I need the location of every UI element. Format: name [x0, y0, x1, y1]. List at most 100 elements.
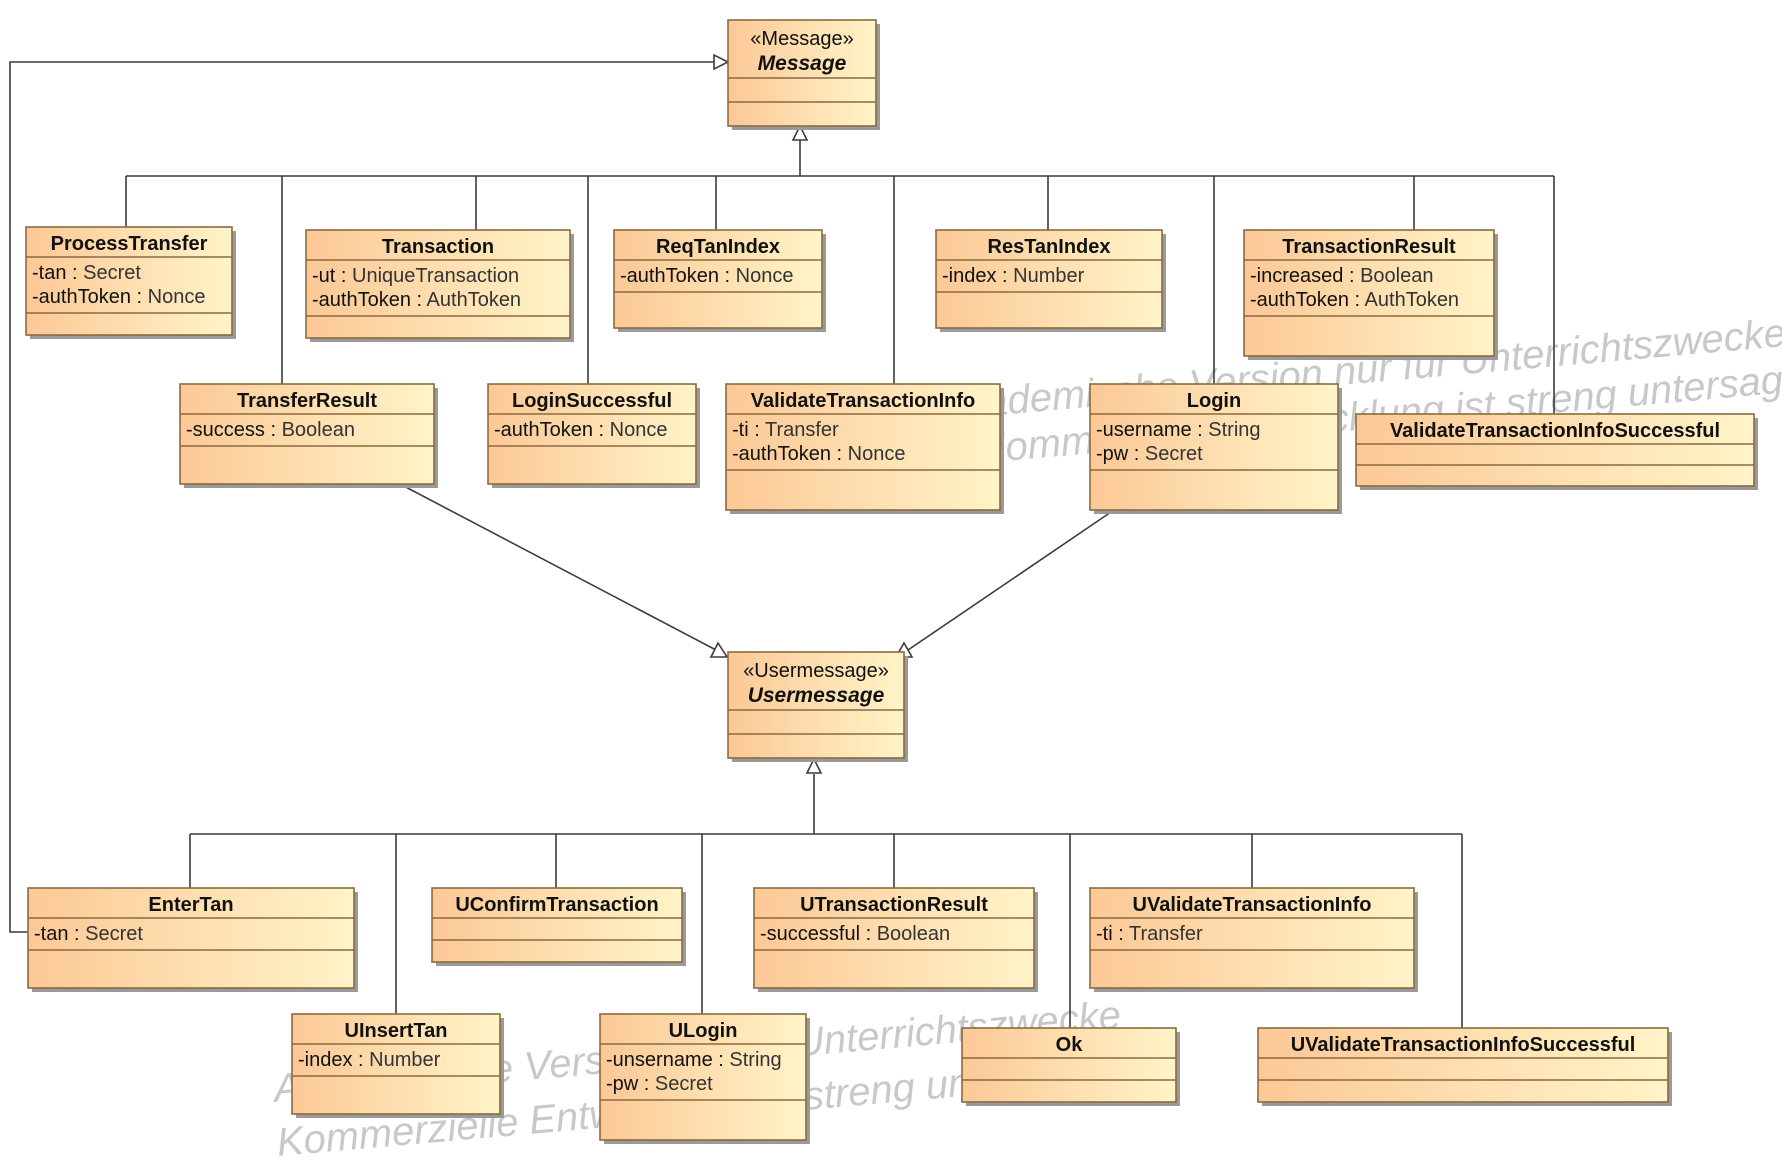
- class-u-confirm-transaction-name: UConfirmTransaction: [455, 894, 658, 916]
- class-transaction-name: Transaction: [382, 236, 494, 258]
- attribute-type: Number: [369, 1049, 440, 1071]
- attribute-type: AuthToken: [1365, 289, 1460, 311]
- class-u-insert-tan-name: UInsertTan: [345, 1020, 448, 1042]
- attribute-separator: :: [68, 923, 85, 945]
- generalization-transfer-result-to-usermessage: [399, 483, 717, 651]
- class-u-insert-tan-attribute: -index : Number: [298, 1049, 441, 1071]
- class-transaction-result-attribute: -increased : Boolean: [1250, 265, 1433, 287]
- attribute-name: -ut: [312, 265, 336, 287]
- class-u-validate-transaction-info-box: [1089, 887, 1415, 989]
- attribute-name: -unsername: [606, 1049, 713, 1071]
- attribute-type: Boolean: [877, 923, 950, 945]
- class-u-login-name: ULogin: [669, 1020, 738, 1042]
- class-login[interactable]: Login -username : String-pw : Secret: [1089, 383, 1342, 514]
- class-u-login-attribute: -unsername : String: [606, 1049, 782, 1071]
- class-process-transfer-attribute: -authToken : Nonce: [32, 286, 205, 308]
- attribute-name: -ti: [732, 419, 749, 441]
- attribute-separator: :: [749, 419, 765, 441]
- class-u-login[interactable]: ULogin-unsername : String-pw : Secret: [599, 1013, 810, 1144]
- attribute-name: -successful: [760, 923, 860, 945]
- attribute-name: -index: [298, 1049, 352, 1071]
- class-login-name: Login: [1187, 390, 1241, 412]
- attribute-name: -authToken: [620, 265, 719, 287]
- class-login-successful-attribute: -authToken : Nonce: [494, 419, 667, 441]
- class-usermessage[interactable]: «Usermessage»Usermessage: [727, 651, 908, 762]
- class-u-transaction-result[interactable]: UTransactionResult-successful : Boolean: [753, 887, 1038, 992]
- class-transaction-result-box: [1243, 229, 1495, 357]
- attribute-name: -authToken: [732, 443, 831, 465]
- attribute-name: -pw: [606, 1073, 644, 1095]
- class-transfer-result-attribute: -success : Boolean: [186, 419, 355, 441]
- class-enter-tan[interactable]: EnterTan -tan : Secret: [27, 887, 358, 992]
- class-res-tan-index-box: [935, 229, 1163, 329]
- class-login-successful-box: [487, 383, 697, 485]
- class-u-login-box: [599, 1013, 807, 1141]
- class-login-successful[interactable]: LoginSuccessful -authToken : Nonce: [487, 383, 700, 488]
- attribute-separator: :: [411, 289, 427, 311]
- class-validate-transaction-info-box: [725, 383, 1001, 511]
- class-transfer-result-name: TransferResult: [237, 390, 377, 412]
- attribute-separator: :: [593, 419, 610, 441]
- class-req-tan-index[interactable]: ReqTanIndex-authToken : Nonce: [613, 229, 826, 332]
- class-validate-transaction-info-successful[interactable]: ValidateTransactionInfoSuccessful: [1355, 413, 1758, 490]
- class-validate-transaction-info-successful-name: ValidateTransactionInfoSuccessful: [1390, 420, 1720, 442]
- class-message[interactable]: «Message»Message: [727, 19, 880, 130]
- generalization-login-to-usermessage: [907, 509, 1115, 651]
- class-login-box: [1089, 383, 1339, 511]
- class-u-validate-transaction-info-successful[interactable]: UValidateTransactionInfoSuccessful: [1257, 1027, 1672, 1106]
- class-validate-transaction-info-name: ValidateTransactionInfo: [751, 390, 976, 412]
- attribute-separator: :: [719, 265, 736, 287]
- class-req-tan-index-box: [613, 229, 823, 329]
- attribute-name: -pw: [1096, 443, 1134, 465]
- attribute-separator: :: [335, 265, 352, 287]
- class-login-attribute: -pw : Secret: [1096, 443, 1203, 465]
- class-u-insert-tan[interactable]: UInsertTan -index : Number: [291, 1013, 504, 1118]
- class-usermessage-name: Usermessage: [748, 684, 885, 707]
- class-message-name: Message: [758, 52, 847, 75]
- attribute-type: Boolean: [282, 419, 355, 441]
- arrowhead-usermessage-left: [709, 641, 729, 658]
- class-transaction-result[interactable]: TransactionResult-increased : Boolean-au…: [1243, 229, 1498, 360]
- attribute-type: Transfer: [1129, 923, 1203, 945]
- attribute-type: UniqueTransaction: [352, 265, 519, 287]
- class-enter-tan-name: EnterTan: [148, 894, 233, 916]
- attribute-type: AuthToken: [427, 289, 522, 311]
- class-transfer-result[interactable]: TransferResult -success : Boolean: [179, 383, 438, 488]
- attribute-separator: :: [131, 286, 148, 308]
- class-u-validate-transaction-info-successful-box: [1257, 1027, 1669, 1103]
- class-ok-name: Ok: [1056, 1034, 1084, 1056]
- class-validate-transaction-info-attribute: -ti : Transfer: [732, 419, 839, 441]
- attribute-separator: :: [1343, 265, 1360, 287]
- attribute-name: -success: [186, 419, 265, 441]
- class-login-attribute: -username : String: [1096, 419, 1261, 441]
- connector-lines: [9, 61, 1555, 1028]
- class-u-validate-transaction-info[interactable]: UValidateTransactionInfo-ti : Transfer: [1089, 887, 1418, 992]
- class-ok[interactable]: Ok: [961, 1027, 1180, 1106]
- class-transaction-attribute: -ut : UniqueTransaction: [312, 265, 519, 287]
- class-validate-transaction-info[interactable]: ValidateTransactionInfo -ti : Transfer-au…: [725, 383, 1004, 514]
- attribute-name: -increased: [1250, 265, 1343, 287]
- attribute-name: -tan: [32, 262, 66, 284]
- attribute-type: Nonce: [610, 419, 668, 441]
- attribute-type: Number: [1013, 265, 1084, 287]
- attribute-separator: :: [1134, 443, 1145, 465]
- class-res-tan-index[interactable]: ResTanIndex-index : Number: [935, 229, 1166, 332]
- attribute-type: Secret: [85, 923, 143, 945]
- attribute-name: -authToken: [494, 419, 593, 441]
- generalization-entertan-to-message: [9, 61, 714, 933]
- attribute-type: Boolean: [1360, 265, 1433, 287]
- class-message-box: [727, 19, 877, 127]
- class-u-confirm-transaction[interactable]: UConfirmTransaction: [431, 887, 686, 966]
- class-process-transfer-attribute: -tan : Secret: [32, 262, 141, 284]
- attribute-name: -tan: [34, 923, 68, 945]
- class-ok-box: [961, 1027, 1177, 1103]
- class-login-successful-name: LoginSuccessful: [512, 390, 672, 412]
- class-message-stereotype: «Message»: [750, 28, 853, 50]
- attribute-separator: :: [644, 1073, 655, 1095]
- attribute-separator: :: [860, 923, 877, 945]
- class-transaction[interactable]: Transaction -ut : UniqueTransaction-authT…: [305, 229, 574, 342]
- class-process-transfer[interactable]: ProcessTransfer-tan : Secret-authToken :…: [25, 226, 236, 339]
- class-transaction-attribute: -authToken : AuthToken: [312, 289, 521, 311]
- attribute-separator: :: [265, 419, 282, 441]
